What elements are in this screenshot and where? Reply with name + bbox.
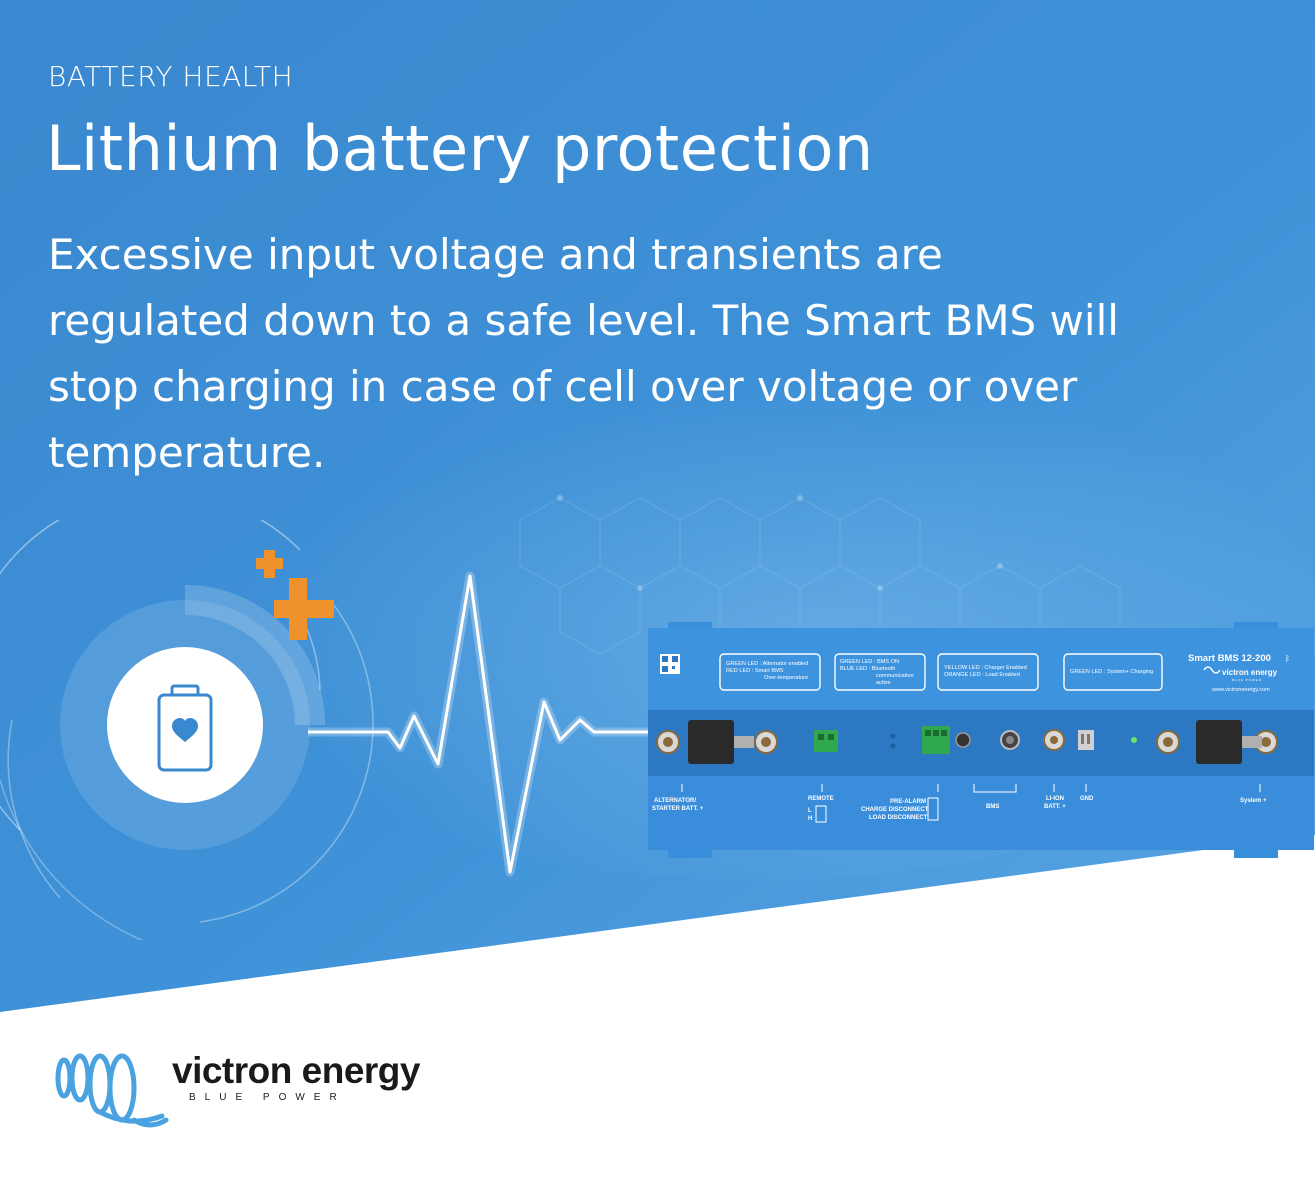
system-terminal (1156, 720, 1278, 764)
battery-heart-icon (157, 684, 213, 772)
led-box-1-line-1: GREEN LED : Alternator enabled (726, 661, 808, 667)
remote-connector (814, 730, 838, 752)
label-system: System + (1240, 798, 1267, 804)
led-legend-boxes (719, 653, 1163, 691)
battery-health-illustration (0, 520, 660, 940)
label-remote: REMOTE (808, 796, 834, 802)
gnd-connector (1078, 730, 1094, 750)
device-brand-name: victron energy (1222, 668, 1278, 677)
label-alternator-2: STARTER BATT. + (652, 806, 704, 812)
alternator-terminal (656, 720, 778, 764)
victron-spiral-icon (55, 1053, 169, 1128)
device-brand-symbol (1203, 666, 1221, 674)
logo-tagline: BLUE POWER (189, 1092, 346, 1103)
smart-bms-device: GREEN LED : Alternator enabled RED LED :… (648, 622, 1314, 858)
label-liion-1: LI-ION (1046, 796, 1064, 802)
label-remote-l: L (808, 808, 812, 814)
led-box-1-line-2: RED LED : Smart BMS (726, 668, 784, 674)
description-line-2: regulated down to a safe level. The Smar… (48, 296, 1119, 345)
device-bottom-panel (648, 776, 1314, 850)
victron-energy-logo: victron energy BLUE POWER (50, 1048, 450, 1132)
label-load-disconnect: LOAD DISCONNECT (869, 815, 928, 821)
description-line-1: Excessive input voltage and transients a… (48, 230, 943, 279)
device-url: www.victronenergy.com (1211, 687, 1270, 693)
eyebrow-label: BATTERY HEALTH (48, 60, 294, 93)
led-box-1-line-3: Over-temperature (764, 675, 808, 681)
led-box-3-line-2: ORANGE LED : Load Enabled (944, 672, 1020, 678)
heartbeat-line (308, 571, 660, 877)
device-brand-logo: victron energy BLUE POWER (1203, 666, 1278, 682)
logo-wordmark: victron energy (172, 1050, 420, 1091)
led-box-2-line-1: GREEN LED : BMS ON (840, 659, 899, 665)
led-box-2-line-4: active (876, 680, 891, 686)
plus-icon (256, 550, 283, 578)
charging-led (1131, 737, 1137, 743)
label-remote-h: H (808, 816, 812, 822)
led-box-2-line-2: BLUE LED : Bluetooth (840, 666, 895, 672)
led-box-4-line-1: GREEN LED : System+ Charging (1070, 669, 1153, 675)
label-gnd: GND (1080, 796, 1094, 802)
label-alternator-1: ALTERNATOR/ (654, 798, 696, 804)
device-brand-tagline: BLUE POWER (1232, 678, 1262, 682)
device-model: Smart BMS 12-200 (1188, 653, 1271, 664)
label-liion-2: BATT. + (1044, 804, 1066, 810)
device-top-panel (648, 628, 1314, 710)
description-line-4: temperature. (48, 428, 326, 477)
led-box-3-line-1: YELLOW LED : Charger Enabled (944, 665, 1027, 671)
plus-icon-large (274, 578, 334, 640)
label-charge-disconnect: CHARGE DISCONNECT (861, 807, 929, 813)
bms-connectors (955, 730, 1020, 750)
led-box-2-line-3: communication (876, 673, 914, 679)
liion-terminal (1043, 729, 1065, 751)
description: Excessive input voltage and transients a… (48, 222, 1188, 486)
label-bms: BMS (986, 804, 999, 810)
page-title: Lithium battery protection (46, 112, 874, 185)
halo-arc (184, 585, 325, 726)
label-pre-alarm: PRE-ALARM (890, 799, 926, 805)
bluetooth-icon: ᛒ (1285, 654, 1290, 663)
description-line-3: stop charging in case of cell over volta… (48, 362, 1078, 411)
qr-code-icon (660, 654, 680, 674)
pre-alarm-connector (922, 726, 950, 754)
port-label-lines (681, 784, 1261, 823)
